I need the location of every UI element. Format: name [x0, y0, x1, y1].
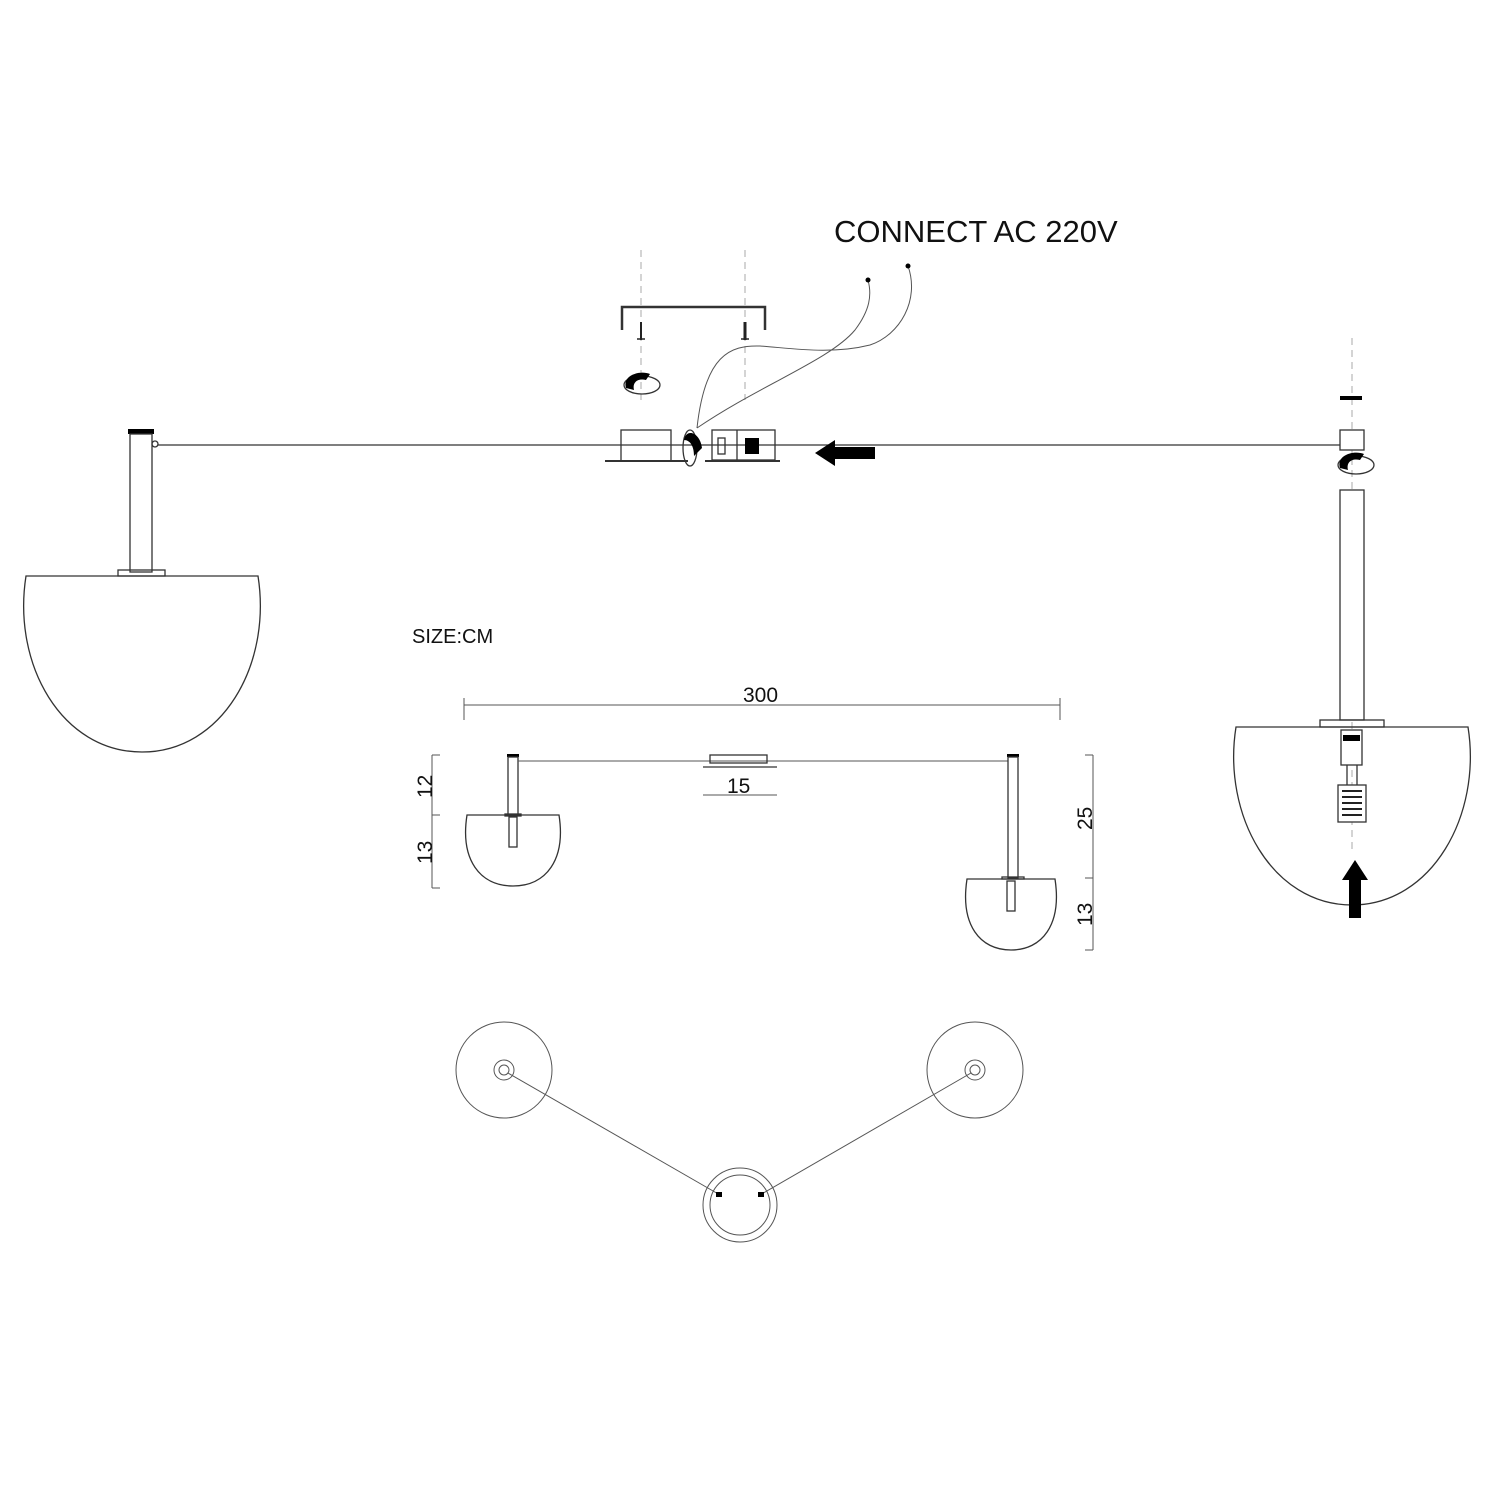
- title-label: CONNECT AC 220V: [834, 214, 1118, 249]
- mounting-bracket: [620, 305, 767, 330]
- dim-right-rod: 25: [1074, 806, 1097, 830]
- screw-icon: [741, 322, 749, 340]
- right-pendant-lamp: [1233, 338, 1471, 906]
- screw-icon: [637, 322, 645, 340]
- dim-canopy-width: 15: [727, 775, 751, 798]
- size-unit-label: SIZE:CM: [412, 626, 494, 648]
- arrow-up-icon: [1342, 860, 1368, 918]
- top-view: [455, 1021, 1024, 1243]
- arrow-left-icon: [815, 440, 875, 466]
- dimension-view: [431, 698, 1094, 951]
- dim-right-globe: 13: [1074, 902, 1097, 926]
- canopy-assembly: [605, 250, 913, 467]
- rotate-icon: [623, 372, 661, 395]
- dim-left-globe: 13: [414, 840, 437, 864]
- dim-total-width: 300: [743, 684, 779, 707]
- left-pendant-lamp: [23, 429, 261, 753]
- rotate-icon: [1337, 452, 1375, 475]
- dim-left-rod: 12: [414, 774, 437, 798]
- rotate-nut-icon: [682, 429, 702, 467]
